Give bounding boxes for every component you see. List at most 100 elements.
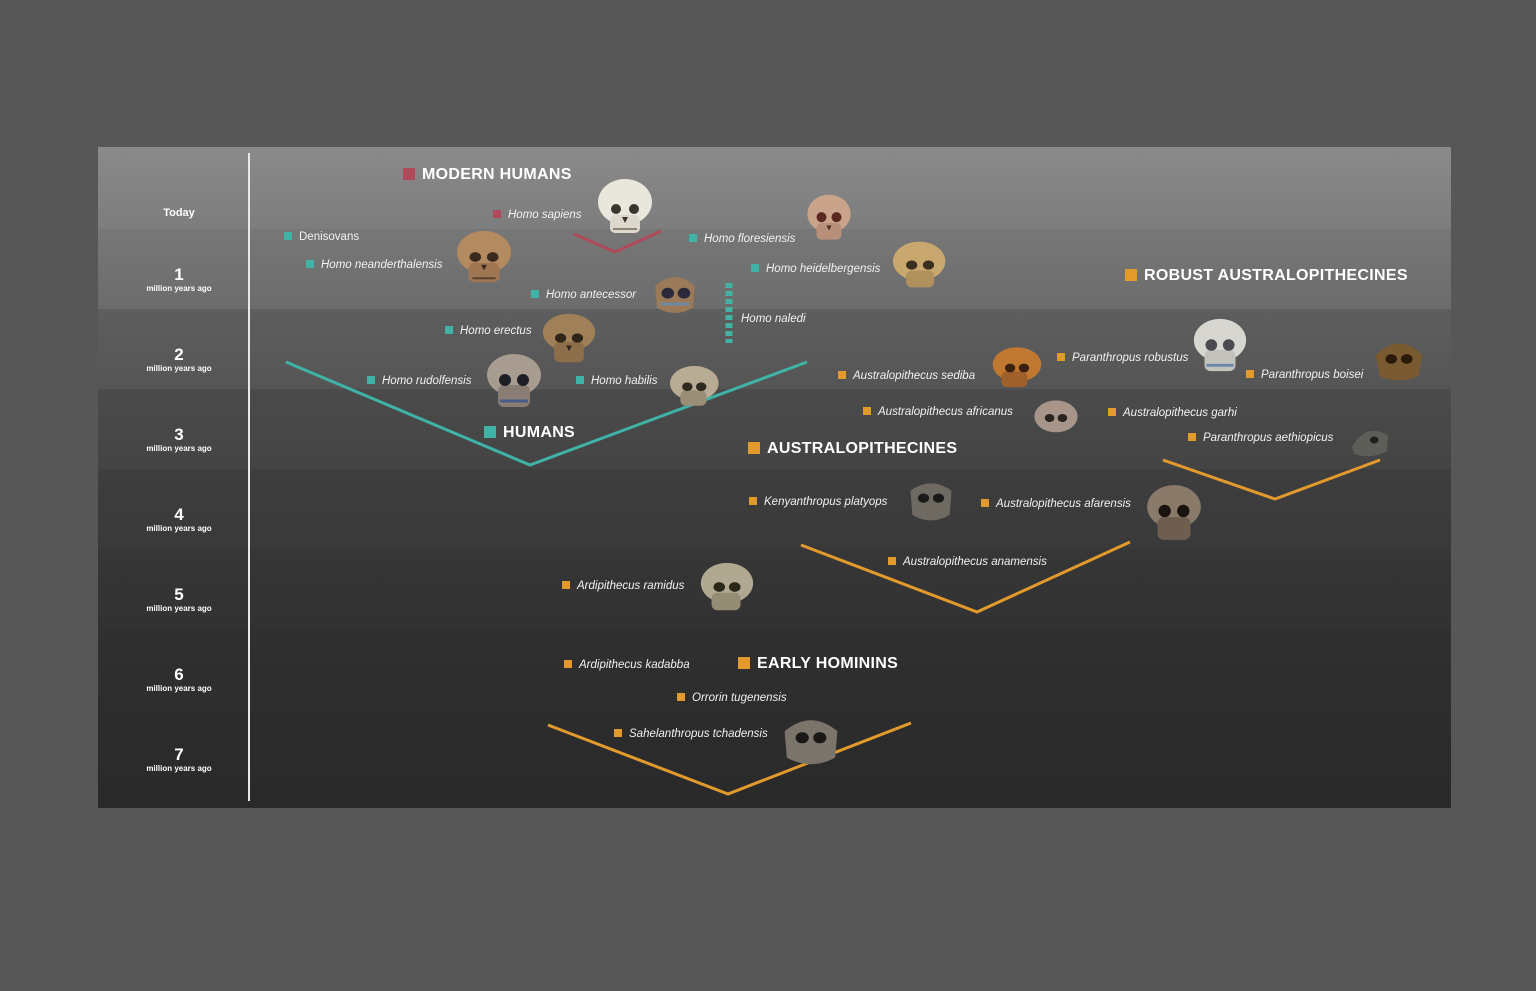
species-ardipithecus-ramidus: Ardipithecus ramidus [562,579,684,593]
time-unit: million years ago [146,364,212,373]
homo-habilis-skull-icon [670,365,719,406]
homo-heidelbergensis-skull-icon [893,241,946,288]
band-5 [98,549,1451,629]
square-icon [751,264,759,272]
homo-sapiens-skull-icon [598,179,652,233]
time-label-1: 1 million years ago [118,265,240,294]
group-humans: HUMANS [484,424,575,442]
time-label-2: 2 million years ago [118,345,240,374]
time-label-today: Today [118,204,240,223]
band-7 [98,709,1451,808]
time-unit: million years ago [146,284,212,293]
group-label: ROBUST AUSTRALOPITHECINES [1144,267,1408,284]
species-australopithecus-anamensis: Australopithecus anamensis [888,555,1047,569]
paranthropus-aethiopicus-skull-icon [1351,430,1389,457]
species-name: Homo neanderthalensis [321,259,443,271]
species-homo-erectus: Homo erectus [445,324,532,338]
time-number: 4 [174,505,184,524]
time-number: 1 [174,265,184,284]
square-icon [614,729,622,737]
square-icon [445,326,453,334]
square-icon [689,234,697,242]
humans-square-icon [484,426,496,438]
time-today: Today [163,207,195,219]
time-number: 2 [174,345,184,364]
species-kenyanthropus-platyops: Kenyanthropus platyops [749,495,887,509]
group-label: MODERN HUMANS [422,166,572,183]
group-label: HUMANS [503,424,576,441]
species-name: Ardipithecus kadabba [579,659,690,671]
square-icon [677,693,685,701]
band-today [98,147,1451,229]
group-early-hominins: EARLY HOMININS [738,655,898,673]
ardipithecus-ramidus-skull-icon [700,562,754,611]
species-name: Kenyanthropus platyops [764,496,888,508]
modern-humans-square-icon [403,168,415,180]
australopithecines-bracket [800,540,1131,614]
species-name: Homo erectus [460,325,532,337]
species-homo-heidelbergensis: Homo heidelbergensis [751,262,880,276]
timeline-panel: Today 1 million years ago 2 million year… [98,147,1451,808]
time-number: 6 [174,665,184,684]
time-label-6: 6 million years ago [118,665,240,694]
species-orrorin-tugenensis: Orrorin tugenensis [677,691,787,705]
species-name: Australopithecus afarensis [996,498,1131,510]
time-unit: million years ago [146,524,212,533]
species-name: Homo habilis [591,375,658,387]
species-name: Homo floresiensis [704,233,796,245]
species-name: Australopithecus garhi [1123,407,1237,419]
early-hominins-square-icon [738,657,750,669]
species-homo-naledi: Homo naledi [741,312,806,326]
species-name: Homo rudolfensis [382,375,472,387]
species-name: Orrorin tugenensis [692,692,787,704]
square-icon [838,371,846,379]
time-label-4: 4 million years ago [118,505,240,534]
time-unit: million years ago [146,764,212,773]
species-name: Paranthropus boisei [1261,369,1364,381]
homo-rudolfensis-skull-icon [487,354,541,407]
species-name: Ardipithecus ramidus [577,580,685,592]
species-name: Homo naledi [741,313,806,325]
species-homo-neanderthalensis: Homo neanderthalensis [306,258,442,272]
time-unit: million years ago [146,444,212,453]
square-icon [1246,370,1254,378]
robust-australopithecines-square-icon [1125,269,1137,281]
square-icon [531,290,539,298]
time-label-7: 7 million years ago [118,745,240,774]
species-name: Australopithecus sediba [853,370,976,382]
species-denisovans: Denisovans [284,230,359,244]
species-paranthropus-boisei: Paranthropus boisei [1246,368,1363,382]
australopithecus-afarensis-skull-icon [1147,485,1201,540]
time-number: 3 [174,425,184,444]
kenyanthropus-platyops-skull-icon [910,483,952,521]
square-icon [1188,433,1196,441]
species-homo-rudolfensis: Homo rudolfensis [367,374,471,388]
square-icon [284,232,292,240]
robust-australopithecines-bracket [1162,458,1381,501]
band-3 [98,389,1451,469]
species-homo-floresiensis: Homo floresiensis [689,232,795,246]
paranthropus-boisei-skull-icon [1375,343,1423,381]
group-australopithecines: AUSTRALOPITHECINES [748,440,957,458]
species-name: Australopithecus africanus [878,406,1013,418]
species-name: Paranthropus robustus [1072,352,1189,364]
group-robust-australopithecines: ROBUST AUSTRALOPITHECINES [1125,267,1408,285]
species-name: Denisovans [299,231,360,243]
species-australopithecus-africanus: Australopithecus africanus [863,405,1013,419]
group-modern-humans: MODERN HUMANS [403,166,572,184]
timeline-axis-line [248,153,250,801]
group-label: AUSTRALOPITHECINES [767,440,958,457]
time-unit: million years ago [146,684,212,693]
time-number: 5 [174,585,184,604]
band-1 [98,229,1451,309]
homo-neanderthalensis-skull-icon [456,230,512,283]
square-icon [749,497,757,505]
homo-floresiensis-skull-icon [807,194,851,240]
square-icon [367,376,375,384]
australopithecus-africanus-skull-icon [1034,400,1078,433]
square-icon [564,660,572,668]
species-name: Paranthropus aethiopicus [1203,432,1334,444]
species-sahelanthropus-tchadensis: Sahelanthropus tchadensis [614,727,768,741]
time-label-5: 5 million years ago [118,585,240,614]
species-paranthropus-robustus: Paranthropus robustus [1057,351,1188,365]
